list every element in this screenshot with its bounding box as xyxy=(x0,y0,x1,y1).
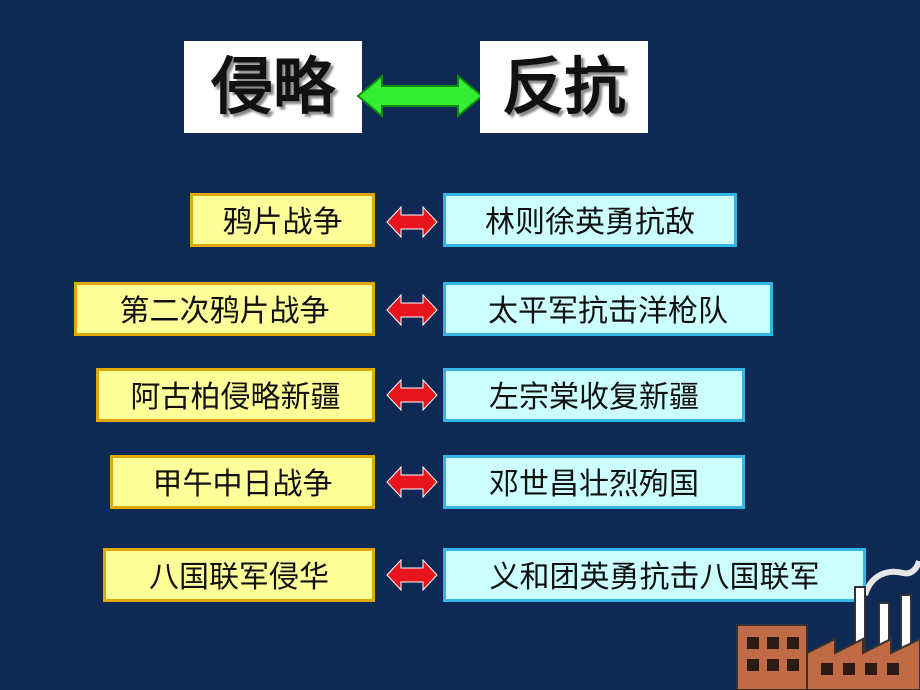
resistance-box-2: 太平军抗击洋枪队 xyxy=(443,282,773,336)
factory-icon xyxy=(736,560,920,690)
pair-arrow-icon xyxy=(386,465,438,499)
resistance-box-4: 邓世昌壮烈殉国 xyxy=(443,455,745,509)
aggression-box-1: 鸦片战争 xyxy=(190,193,375,247)
aggression-box-4: 甲午中日战争 xyxy=(110,455,375,509)
aggression-box-5: 八国联军侵华 xyxy=(103,548,375,602)
pair-arrow-icon xyxy=(386,558,438,592)
aggression-box-2: 第二次鸦片战争 xyxy=(74,282,375,336)
title-resistance: 反抗 xyxy=(480,41,648,133)
pair-arrow-icon xyxy=(386,293,438,327)
title-aggression: 侵略 xyxy=(184,41,362,133)
pair-arrow-icon xyxy=(386,378,438,412)
resistance-box-1: 林则徐英勇抗敌 xyxy=(443,193,737,247)
pair-arrow-icon xyxy=(386,205,438,239)
resistance-box-5: 义和团英勇抗击八国联军 xyxy=(443,548,866,602)
aggression-box-3: 阿古柏侵略新疆 xyxy=(96,368,375,422)
resistance-box-3: 左宗棠收复新疆 xyxy=(443,368,745,422)
title-double-arrow-icon xyxy=(356,74,484,118)
